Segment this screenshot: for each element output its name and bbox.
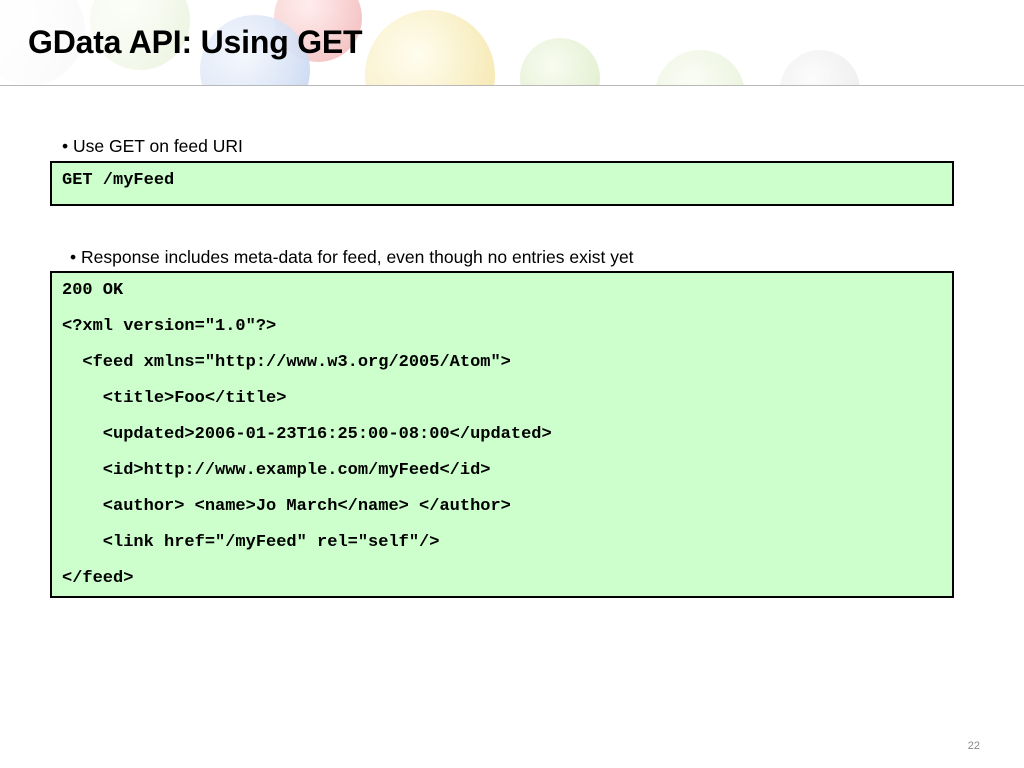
code-line: <title>Foo</title>: [62, 389, 287, 408]
page-number: 22: [967, 740, 980, 752]
slide-header: GData API: Using GET: [0, 0, 1024, 85]
decorative-bubbles-background: [0, 0, 1024, 85]
slide-title: GData API: Using GET: [28, 24, 363, 60]
code-line: <author> <name>Jo March</name> </author>: [62, 497, 511, 516]
response-code-block: 200 OK <?xml version="1.0"?> <feed xmlns…: [50, 271, 954, 598]
code-line: <updated>2006-01-23T16:25:00-08:00</upda…: [62, 425, 552, 444]
code-line: <feed xmlns="http://www.w3.org/2005/Atom…: [62, 353, 511, 372]
code-line: <link href="/myFeed" rel="self"/>: [62, 533, 440, 552]
bullet-response-metadata: • Response includes meta-data for feed, …: [70, 247, 634, 267]
header-divider: [0, 85, 1024, 86]
code-line: <?xml version="1.0"?>: [62, 317, 277, 336]
code-line: 200 OK: [62, 281, 124, 300]
request-code-block: GET /myFeed: [50, 161, 954, 206]
code-line: GET /myFeed: [62, 171, 175, 190]
bullet-use-get: • Use GET on feed URI: [62, 136, 243, 156]
code-line: </feed>: [62, 569, 134, 588]
code-line: <id>http://www.example.com/myFeed</id>: [62, 461, 491, 480]
